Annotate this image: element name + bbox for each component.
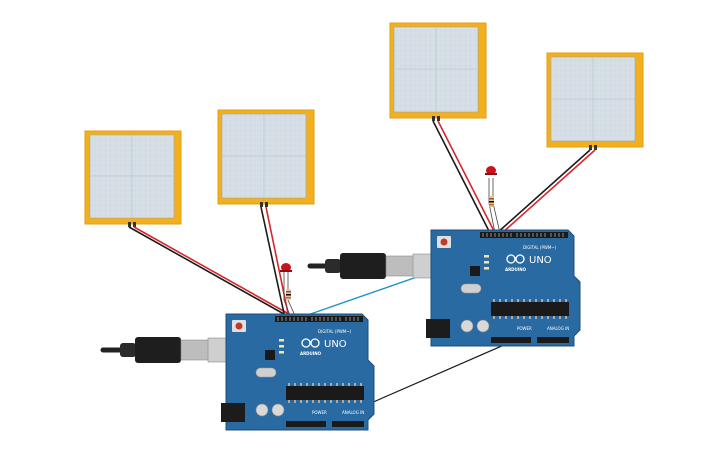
analog-label: ANALOG IN [547,326,569,331]
wire-black-sensor-3[interactable] [432,120,491,234]
power-label: POWER [517,326,532,331]
resistor-right[interactable] [489,196,494,207]
wire-black-sensor-4[interactable] [496,149,591,234]
wire-red-sensor-2[interactable] [265,206,290,319]
pressure-sensor-3[interactable] [389,22,487,121]
arduino-uno-right[interactable]: DIGITAL (PWM~) UNO ARDUINO POW [307,229,581,347]
usb-cable-left[interactable] [100,337,231,363]
wire-red-sensor-1[interactable] [133,226,297,319]
wire-red-sensor-4[interactable] [501,149,596,234]
analog-label: ANALOG IN [342,410,364,415]
arduino-logo-icon [301,338,320,348]
wire-red-sensor-3[interactable] [437,120,496,234]
wires [128,120,596,411]
arduino-logo-icon [506,254,525,264]
pressure-sensor-2[interactable] [217,109,315,207]
power-label: POWER [312,410,327,415]
model-label: UNO [324,339,347,350]
usb-cable-right[interactable] [307,253,436,279]
digital-header-label: DIGITAL (PWM~) [523,245,557,250]
wire-black-sensor-1[interactable] [128,226,292,319]
wire-black-ground[interactable] [354,337,521,411]
model-label: UNO [529,255,552,266]
resistor-left[interactable] [286,289,291,300]
led-right[interactable] [485,166,497,175]
wire-black-sensor-2[interactable] [260,206,286,319]
arduino-uno-left[interactable]: DIGITAL (PWM~) UNO ARDUINO POW [100,313,375,431]
brand-label: ARDUINO [505,267,527,272]
brand-label: ARDUINO [300,351,322,356]
led-left[interactable] [280,263,292,272]
pressure-sensor-1[interactable] [84,130,182,227]
digital-header-label: DIGITAL (PWM~) [318,329,352,334]
pressure-sensor-4[interactable] [546,52,644,150]
